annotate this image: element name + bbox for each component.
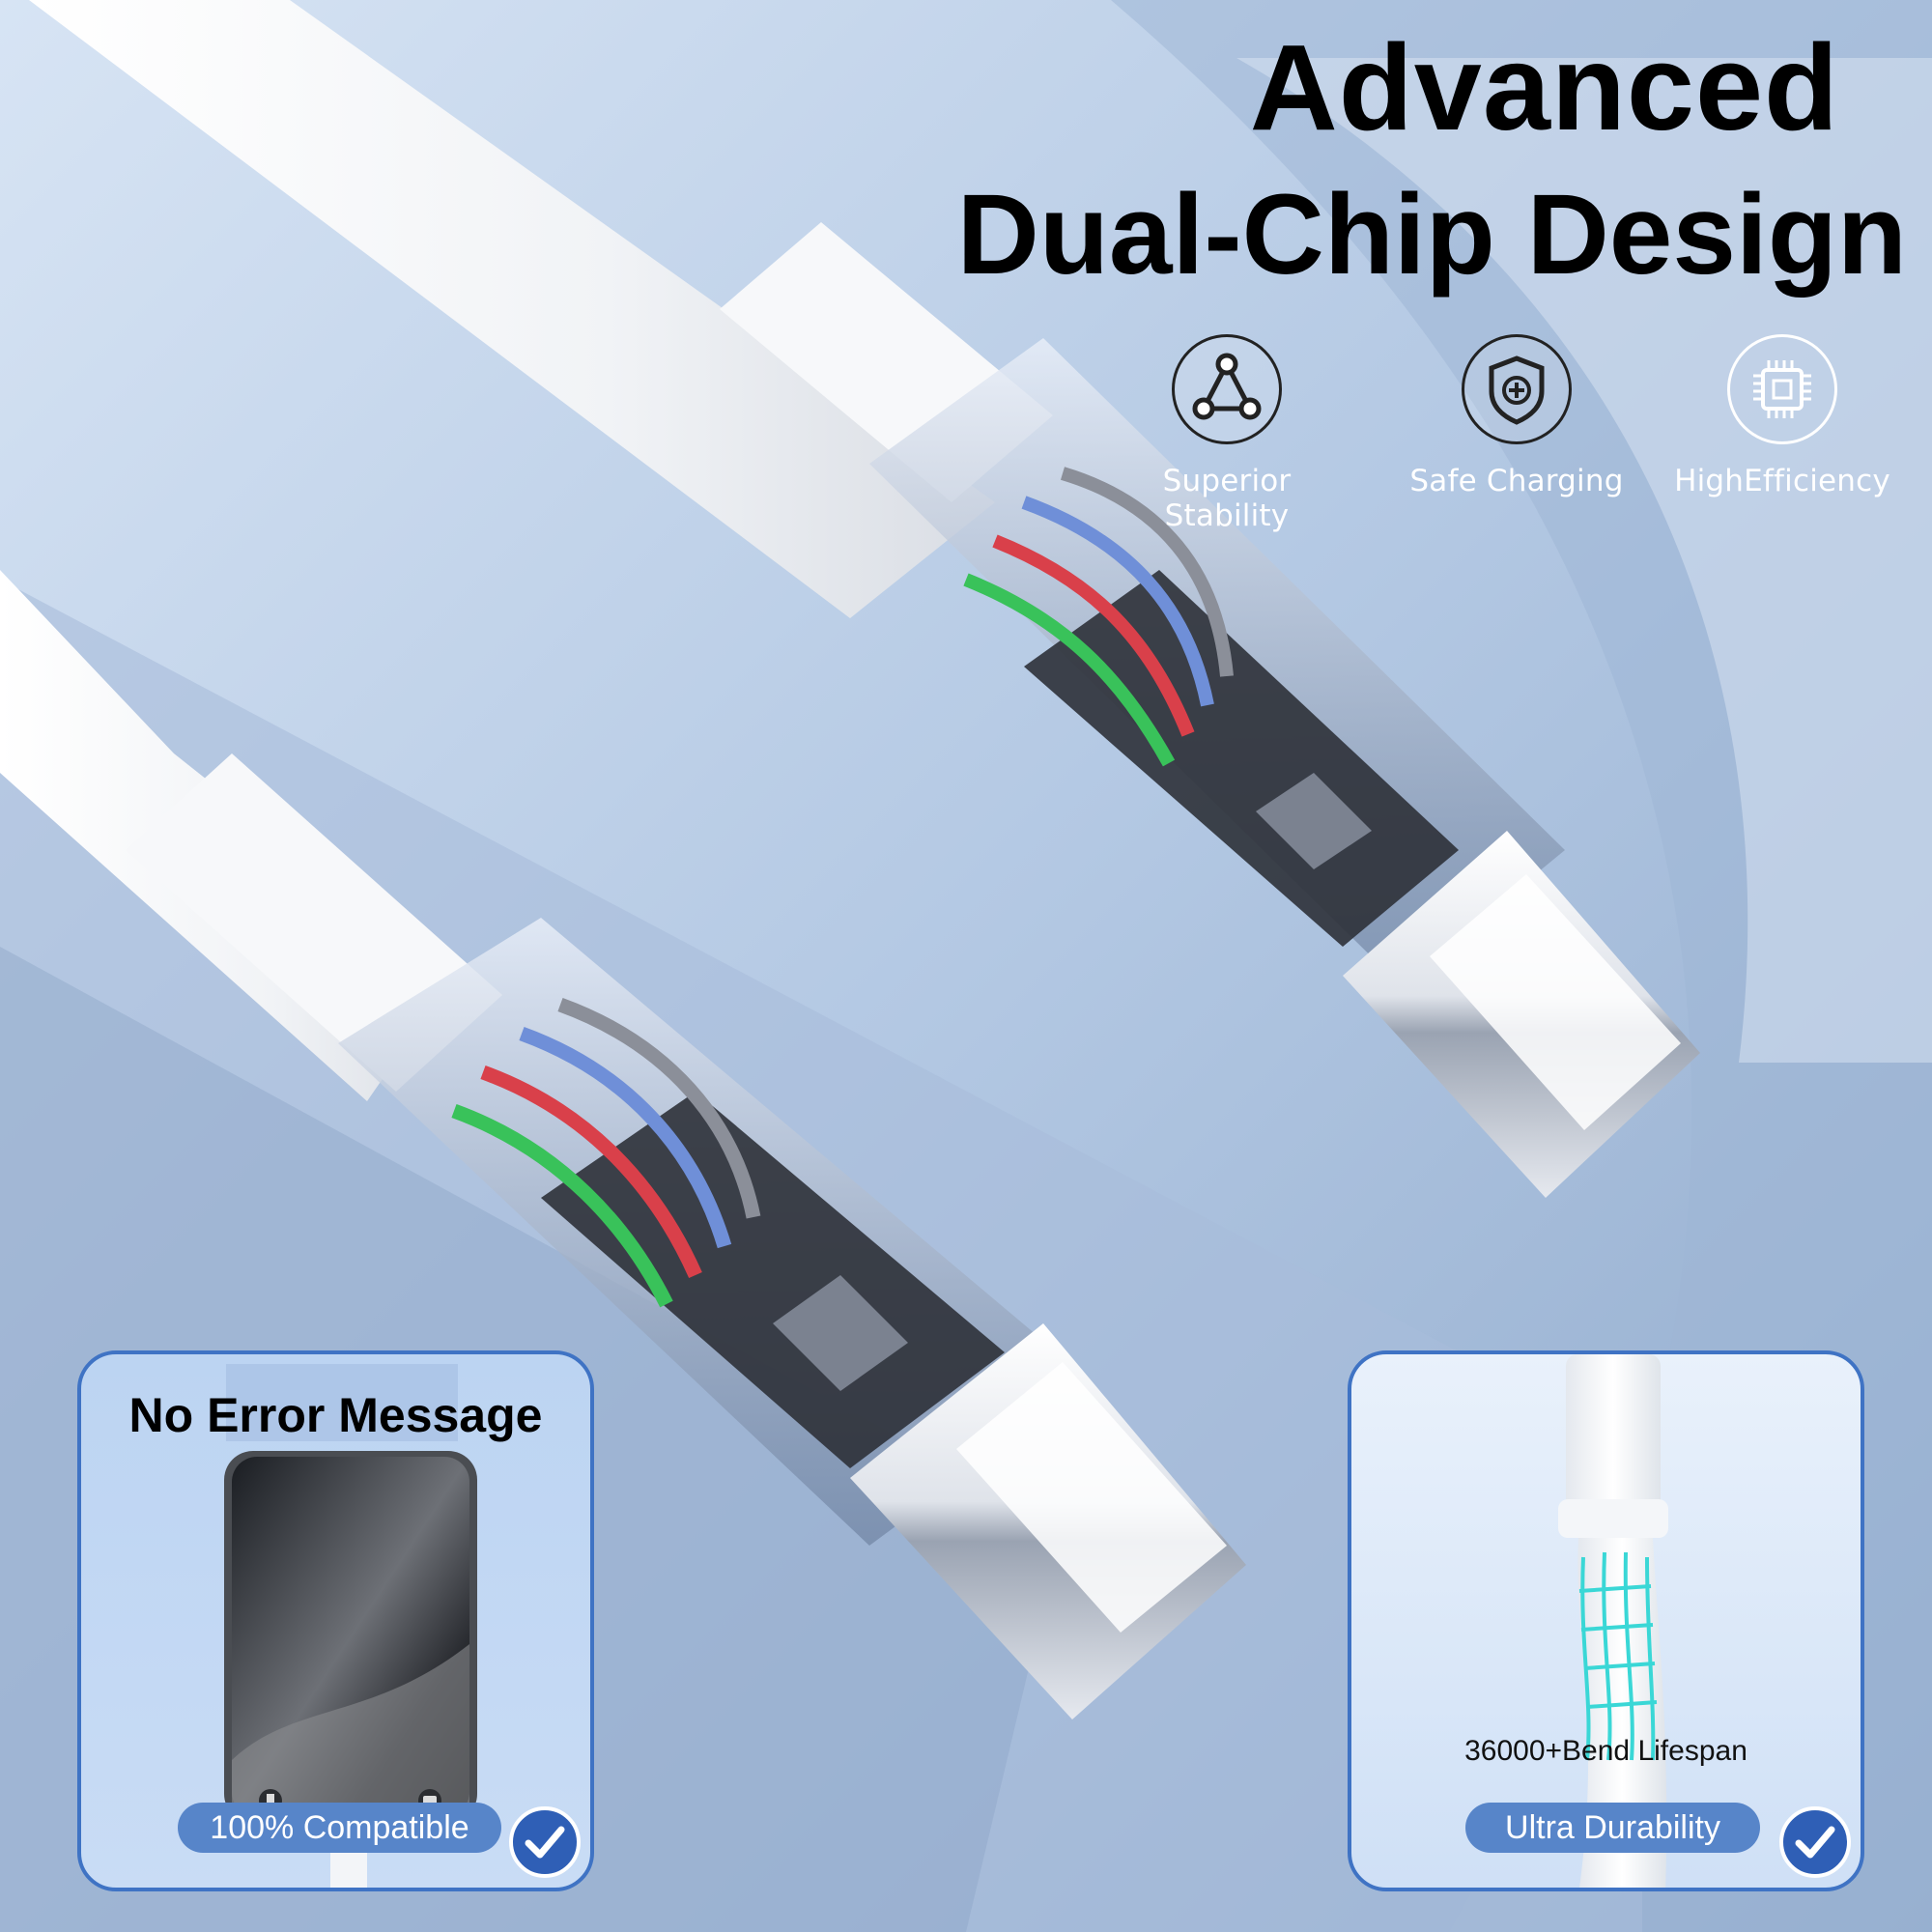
feature-safe-charging: Safe Charging xyxy=(1391,334,1642,498)
feature-high-efficiency: HighEfficiency xyxy=(1657,334,1908,498)
triangle-network-icon xyxy=(1172,334,1282,444)
feature-row: Superior Stability Safe Charging xyxy=(1101,334,1913,533)
feature-label: Superior Stability xyxy=(1162,464,1292,533)
card-title: No Error Message xyxy=(128,1388,543,1442)
feature-label: HighEfficiency xyxy=(1674,464,1890,498)
lower-cable xyxy=(0,570,1246,1719)
headline-line-2: Dual-Chip Design xyxy=(956,171,1907,298)
checkmark-icon xyxy=(509,1806,581,1878)
durability-card: 36000+Bend Lifespan Ultra Durability xyxy=(1348,1350,1864,1891)
compatibility-card: No Error Message 100% Compatible xyxy=(77,1350,594,1891)
bend-lifespan-label: 36000+Bend Lifespan xyxy=(1464,1735,1747,1767)
bent-cable-illustration xyxy=(1558,1354,1668,1888)
chip-icon xyxy=(1727,334,1837,444)
shield-plus-icon xyxy=(1462,334,1572,444)
feature-label: Safe Charging xyxy=(1409,464,1624,498)
checkmark-icon xyxy=(1779,1806,1851,1878)
phone-illustration xyxy=(224,1364,477,1888)
durability-pill: Ultra Durability xyxy=(1465,1803,1760,1853)
headline-line-1: Advanced xyxy=(1249,19,1839,156)
upper-cable xyxy=(29,0,1700,1198)
feature-superior-stability: Superior Stability xyxy=(1101,334,1352,533)
headline: Advanced Dual-Chip Design xyxy=(956,19,1907,298)
compatible-pill: 100% Compatible xyxy=(178,1803,501,1853)
